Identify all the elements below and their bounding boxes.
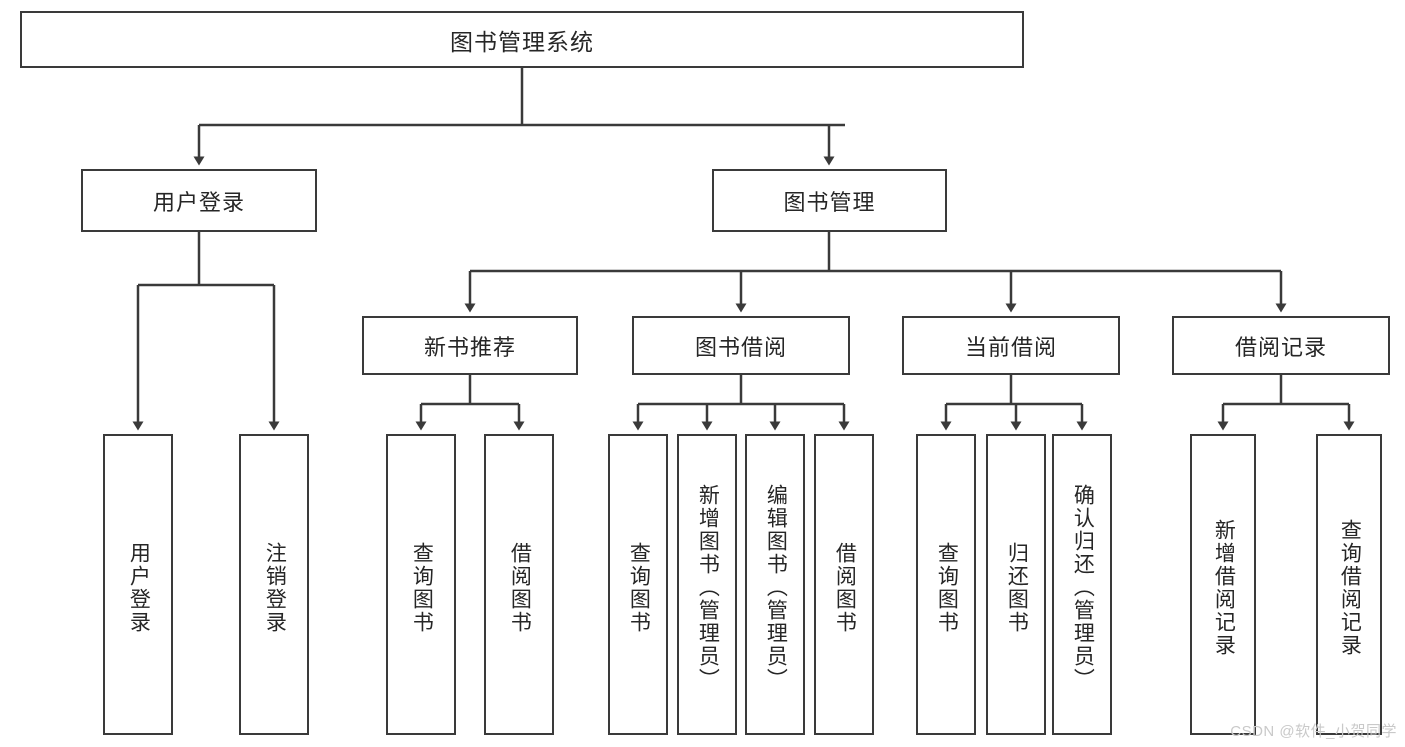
watermark-text: CSDN @软件_小贺同学 [1230, 723, 1397, 740]
leaf-query-book-borrow[interactable]: 查询图书 [608, 434, 668, 735]
leaf-query-book-current[interactable]: 查询图书 [916, 434, 976, 735]
leaf-confirm-return-admin[interactable]: 确认归还（管理员） [1052, 434, 1112, 735]
leaf-add-book-admin[interactable]: 新增图书（管理员） [677, 434, 737, 735]
leaf-borrow-book-new[interactable]: 借阅图书 [484, 434, 554, 735]
leaf-query-book-new[interactable]: 查询图书 [386, 434, 456, 735]
node-book-borrow[interactable]: 图书借阅 [632, 316, 850, 375]
leaf-logout[interactable]: 注销登录 [239, 434, 309, 735]
node-new-book-recommend[interactable]: 新书推荐 [362, 316, 578, 375]
leaf-user-login[interactable]: 用户登录 [103, 434, 173, 735]
node-book-management[interactable]: 图书管理 [712, 169, 947, 232]
leaf-borrow-book[interactable]: 借阅图书 [814, 434, 874, 735]
leaf-return-book[interactable]: 归还图书 [986, 434, 1046, 735]
node-user-login[interactable]: 用户登录 [81, 169, 317, 232]
node-borrow-records[interactable]: 借阅记录 [1172, 316, 1390, 375]
leaf-query-borrow-record[interactable]: 查询借阅记录 [1316, 434, 1382, 735]
leaf-add-borrow-record[interactable]: 新增借阅记录 [1190, 434, 1256, 735]
node-root[interactable]: 图书管理系统 [20, 11, 1024, 68]
leaf-edit-book-admin[interactable]: 编辑图书（管理员） [745, 434, 805, 735]
node-current-borrow[interactable]: 当前借阅 [902, 316, 1120, 375]
